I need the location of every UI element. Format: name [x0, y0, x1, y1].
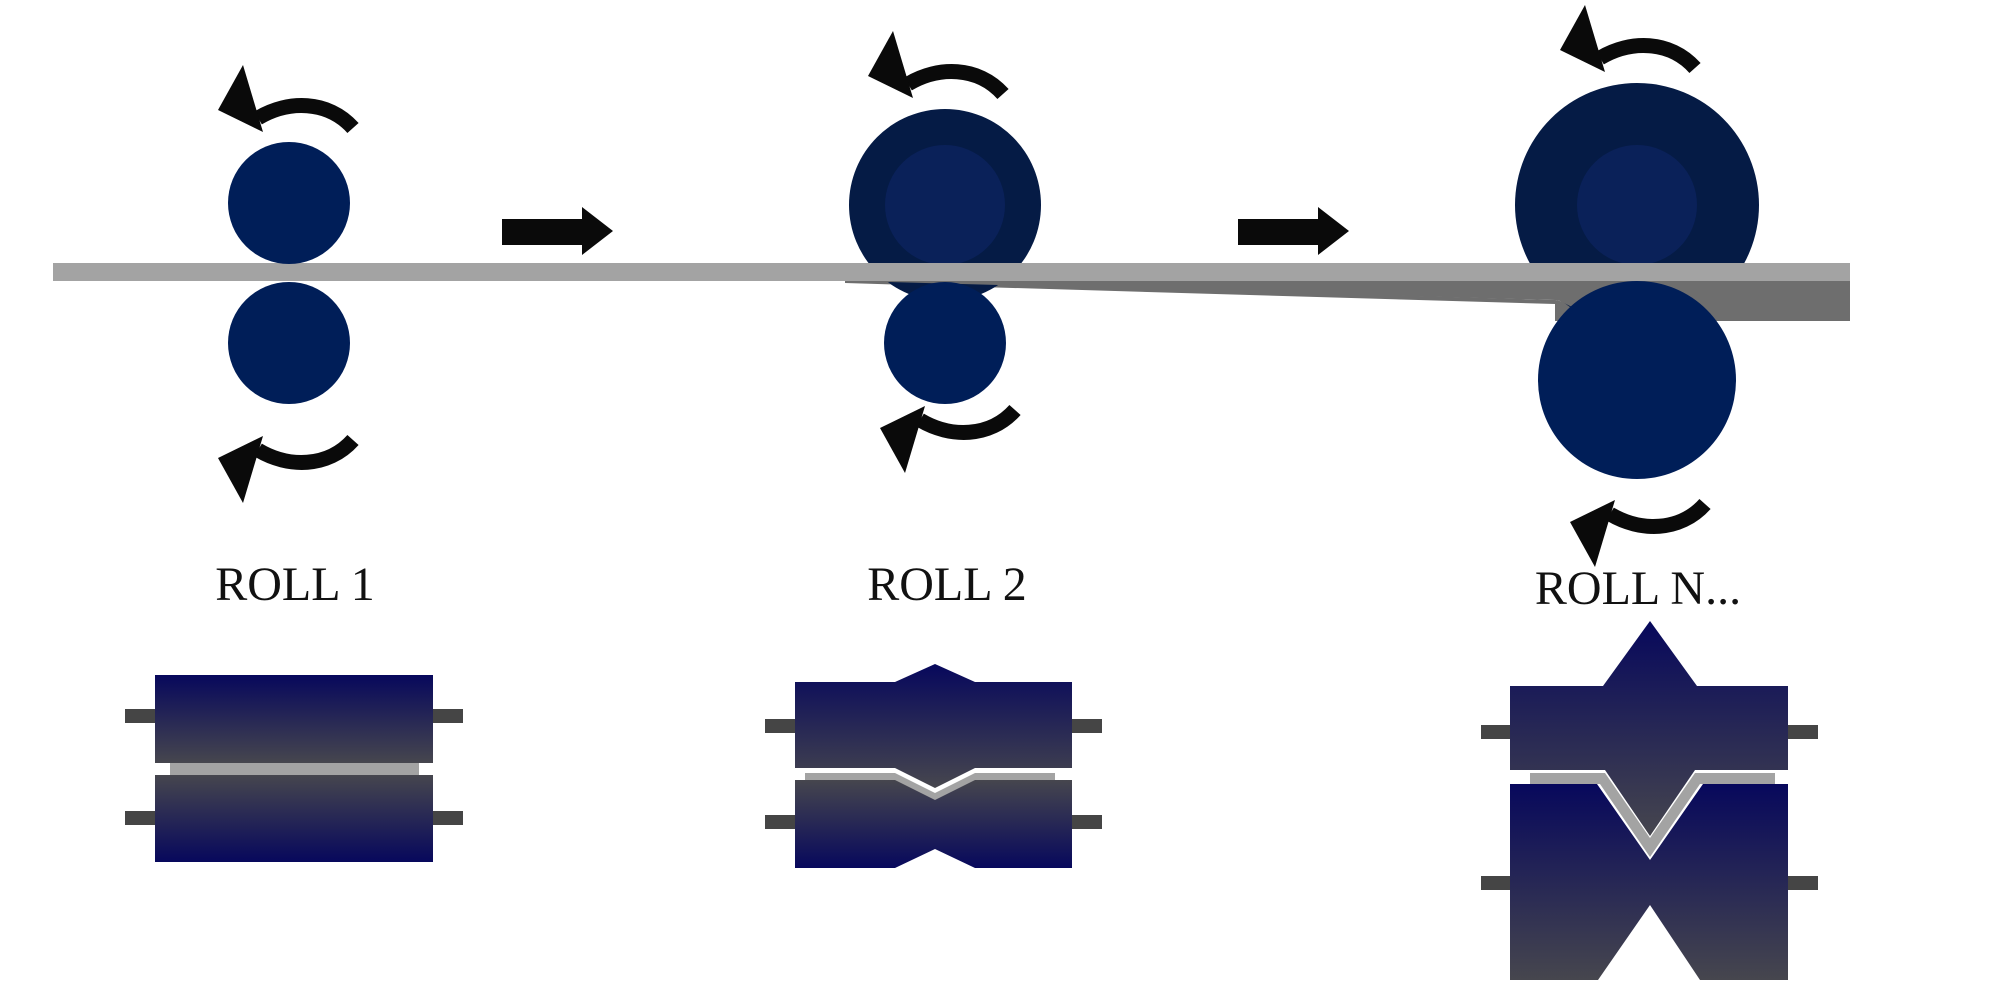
roll-2-upper: [849, 109, 1041, 301]
roll-2-profile: [765, 664, 1102, 868]
roll-n-label: ROLL N...: [1535, 562, 1741, 615]
curved-rotation-arrow-icon: [868, 31, 1003, 98]
right-arrow-icon: [1238, 207, 1349, 255]
roll-1-lower: [228, 282, 350, 404]
roll-1-label: ROLL 1: [215, 558, 375, 611]
right-arrow-icon: [502, 207, 613, 255]
roll-2-label: ROLL 2: [867, 558, 1027, 611]
strip-taper: [845, 279, 1847, 321]
roll-2-lower: [884, 282, 1006, 404]
curved-rotation-arrow-icon: [218, 65, 353, 132]
curved-rotation-arrow-icon: [218, 436, 353, 503]
roll-1-profile: [125, 675, 463, 862]
curved-rotation-arrow-icon: [1570, 500, 1705, 567]
metal-strip: [53, 263, 1850, 281]
curved-rotation-arrow-icon: [1560, 5, 1695, 72]
curved-rotation-arrow-icon: [880, 406, 1015, 473]
roll-n-lower: [1538, 281, 1736, 479]
roll-1-upper: [228, 142, 350, 264]
roll-n-profile: [1481, 621, 1818, 980]
